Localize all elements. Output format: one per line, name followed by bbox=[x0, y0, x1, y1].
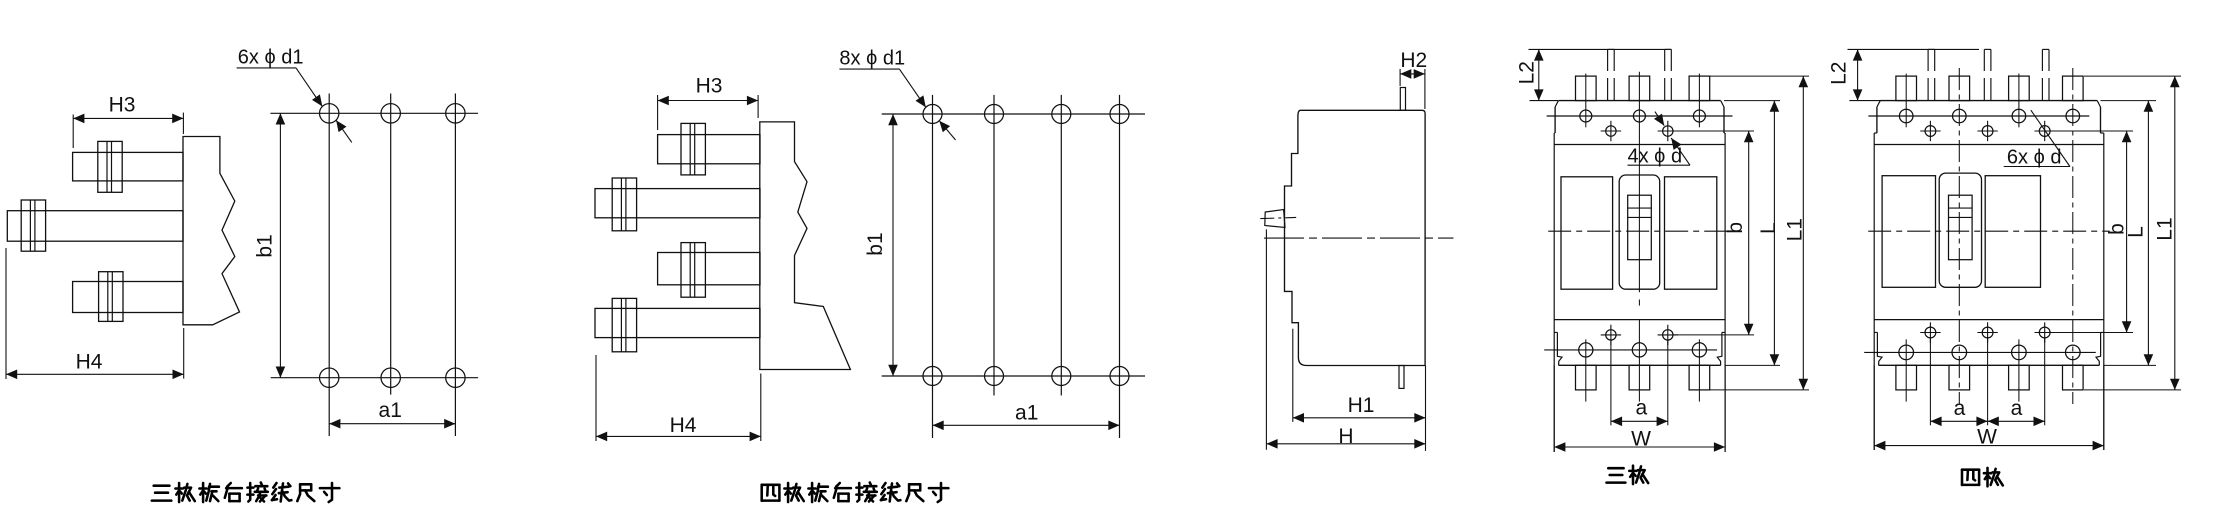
svg-text:W: W bbox=[1631, 427, 1651, 450]
svg-text:a: a bbox=[1636, 397, 1648, 420]
svg-text:H4: H4 bbox=[670, 414, 697, 437]
svg-text:L2: L2 bbox=[1516, 61, 1539, 84]
svg-text:H: H bbox=[1338, 425, 1353, 448]
svg-text:a1: a1 bbox=[379, 399, 402, 422]
svg-text:L: L bbox=[1757, 222, 1780, 234]
svg-text:b1: b1 bbox=[254, 234, 277, 257]
svg-text:H1: H1 bbox=[1348, 394, 1375, 417]
svg-text:H3: H3 bbox=[109, 94, 136, 117]
svg-text:b1: b1 bbox=[864, 232, 887, 255]
svg-text:b: b bbox=[2106, 223, 2129, 235]
svg-text:L1: L1 bbox=[1784, 218, 1807, 241]
svg-text:b: b bbox=[1724, 222, 1747, 234]
svg-text:H2: H2 bbox=[1400, 49, 1427, 72]
svg-text:a1: a1 bbox=[1015, 402, 1038, 425]
svg-text:4x ϕ d: 4x ϕ d bbox=[1628, 145, 1683, 167]
svg-text:8x ϕ d1: 8x ϕ d1 bbox=[839, 48, 905, 70]
svg-text:H3: H3 bbox=[696, 75, 723, 98]
svg-text:L: L bbox=[2125, 226, 2148, 238]
svg-text:a: a bbox=[2011, 397, 2023, 420]
svg-text:L2: L2 bbox=[1827, 62, 1850, 85]
svg-text:a: a bbox=[1954, 397, 1966, 420]
svg-text:W: W bbox=[1977, 425, 1997, 448]
svg-text:L1: L1 bbox=[2154, 217, 2177, 240]
svg-text:6x ϕ d: 6x ϕ d bbox=[2007, 147, 2062, 169]
svg-text:H4: H4 bbox=[76, 350, 103, 373]
svg-text:6x ϕ d1: 6x ϕ d1 bbox=[238, 46, 304, 68]
